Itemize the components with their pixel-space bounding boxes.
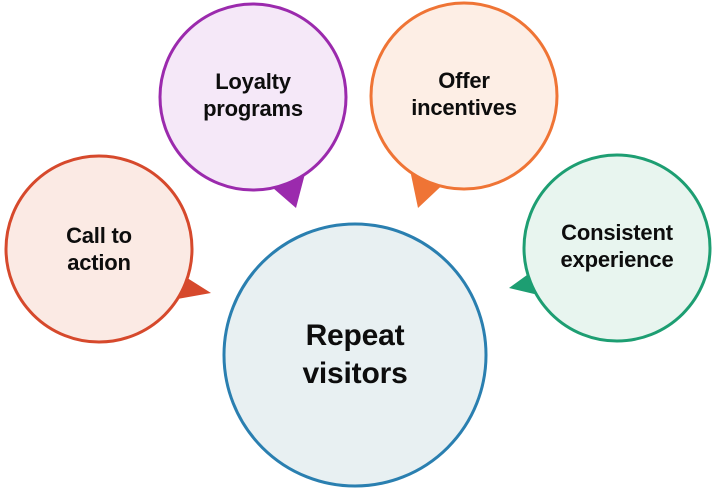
node-consistent-experience-shape[interactable] [509, 153, 712, 343]
node-loyalty-programs-shape[interactable] [158, 2, 348, 208]
node-center-shape[interactable] [222, 222, 488, 488]
repeat-visitors-circle[interactable] [222, 222, 488, 488]
loyalty-programs-circle[interactable] [158, 2, 348, 192]
call-to-action-circle[interactable] [4, 154, 194, 344]
node-call-to-action-shape[interactable] [4, 154, 211, 344]
offer-incentives-circle[interactable] [369, 1, 559, 191]
consistent-experience-circle[interactable] [522, 153, 712, 343]
node-offer-incentives-shape[interactable] [369, 1, 559, 208]
